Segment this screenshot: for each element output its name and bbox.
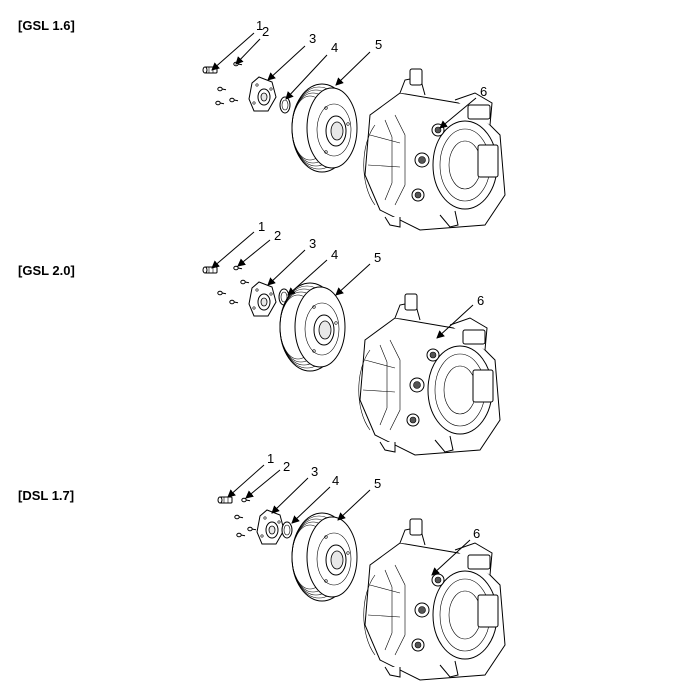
callout-1: 1 bbox=[258, 219, 265, 234]
callout-5: 5 bbox=[375, 37, 382, 52]
clutch-hub-icon bbox=[256, 509, 285, 545]
screw-icon bbox=[217, 86, 227, 92]
callout-1: 1 bbox=[256, 18, 263, 33]
section-label-dsl17: [DSL 1.7] bbox=[18, 488, 75, 503]
callout-6: 6 bbox=[480, 84, 487, 99]
shim-icon bbox=[281, 521, 293, 539]
pulley-icon bbox=[291, 512, 358, 602]
compressor-icon bbox=[358, 293, 501, 456]
pulley-icon bbox=[291, 83, 358, 173]
callout-1: 1 bbox=[267, 451, 274, 466]
callout-2: 2 bbox=[274, 228, 281, 243]
pulley-icon bbox=[279, 282, 346, 372]
callout-3: 3 bbox=[309, 31, 316, 46]
washer-icon bbox=[233, 265, 243, 271]
callout-5: 5 bbox=[374, 250, 381, 265]
callout-2: 2 bbox=[283, 459, 290, 474]
screw-icon bbox=[236, 532, 246, 538]
callout-3: 3 bbox=[311, 464, 318, 479]
diagram-dsl17: 1 2 3 4 5 6 bbox=[217, 451, 506, 681]
clutch-hub-icon bbox=[248, 76, 277, 112]
callout-6: 6 bbox=[477, 293, 484, 308]
callout-4: 4 bbox=[332, 473, 339, 488]
callout-5: 5 bbox=[374, 476, 381, 491]
shim-icon bbox=[279, 96, 291, 114]
callout-6: 6 bbox=[473, 526, 480, 541]
screw-icon bbox=[217, 290, 227, 296]
diagram-gsl16: 1 2 3 4 5 6 bbox=[202, 18, 506, 231]
callout-4: 4 bbox=[331, 247, 338, 262]
washer-icon bbox=[241, 497, 251, 503]
screw-icon bbox=[234, 514, 244, 520]
bolt-icon bbox=[217, 496, 233, 504]
bolt-icon bbox=[202, 266, 218, 274]
diagram-gsl20: 1 2 3 4 5 6 bbox=[202, 219, 501, 456]
callout-4: 4 bbox=[331, 40, 338, 55]
section-label-gsl16: [GSL 1.6] bbox=[18, 18, 75, 33]
callout-3: 3 bbox=[309, 236, 316, 251]
screw-icon bbox=[215, 100, 225, 106]
screw-icon bbox=[240, 279, 250, 285]
compressor-icon bbox=[363, 518, 506, 681]
screw-icon bbox=[229, 299, 239, 305]
callout-2: 2 bbox=[262, 24, 269, 39]
clutch-hub-icon bbox=[248, 281, 277, 317]
screw-icon bbox=[229, 97, 239, 103]
section-label-gsl20: [GSL 2.0] bbox=[18, 263, 75, 278]
screw-icon bbox=[247, 526, 257, 532]
